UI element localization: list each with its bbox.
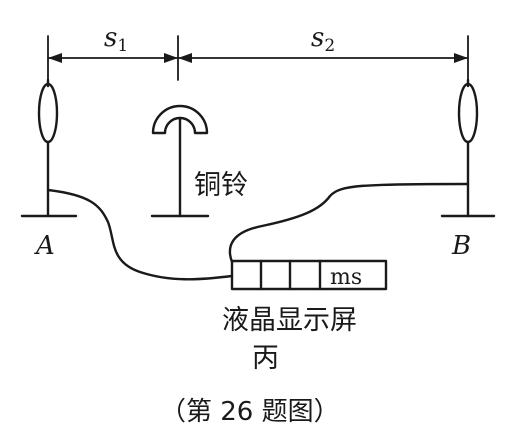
figure-letter: 丙: [252, 343, 279, 374]
display-label: 液晶显示屏: [222, 305, 357, 336]
microphone-a: [20, 78, 78, 218]
bell-dome: [151, 104, 209, 135]
microphone-b: [440, 78, 496, 218]
s2-label: s2: [311, 23, 335, 56]
arrowhead-s1-left: [48, 53, 62, 63]
distance-dimension-lines: [47, 35, 469, 81]
point-b-label: B: [451, 231, 471, 261]
microphone-b-head: [457, 82, 479, 144]
s1-label: s1: [104, 23, 128, 56]
arrowhead-s1-right: [164, 53, 178, 63]
lcd-display-frame: [230, 259, 388, 291]
arrowhead-s2-left: [178, 53, 192, 63]
figure-caption: （第 26 题图）: [160, 397, 340, 427]
wire-b-to-display: [228, 182, 470, 264]
lcd-unit-label: ms: [330, 265, 362, 290]
microphone-a-head: [37, 82, 59, 144]
lcd-display: ms: [230, 259, 388, 291]
bell-label: 铜铃: [194, 170, 248, 201]
copper-bell: [150, 104, 210, 218]
point-a-label: A: [34, 231, 55, 261]
arrowhead-s2-right: [454, 53, 468, 63]
wire-a-to-display: [46, 188, 234, 281]
